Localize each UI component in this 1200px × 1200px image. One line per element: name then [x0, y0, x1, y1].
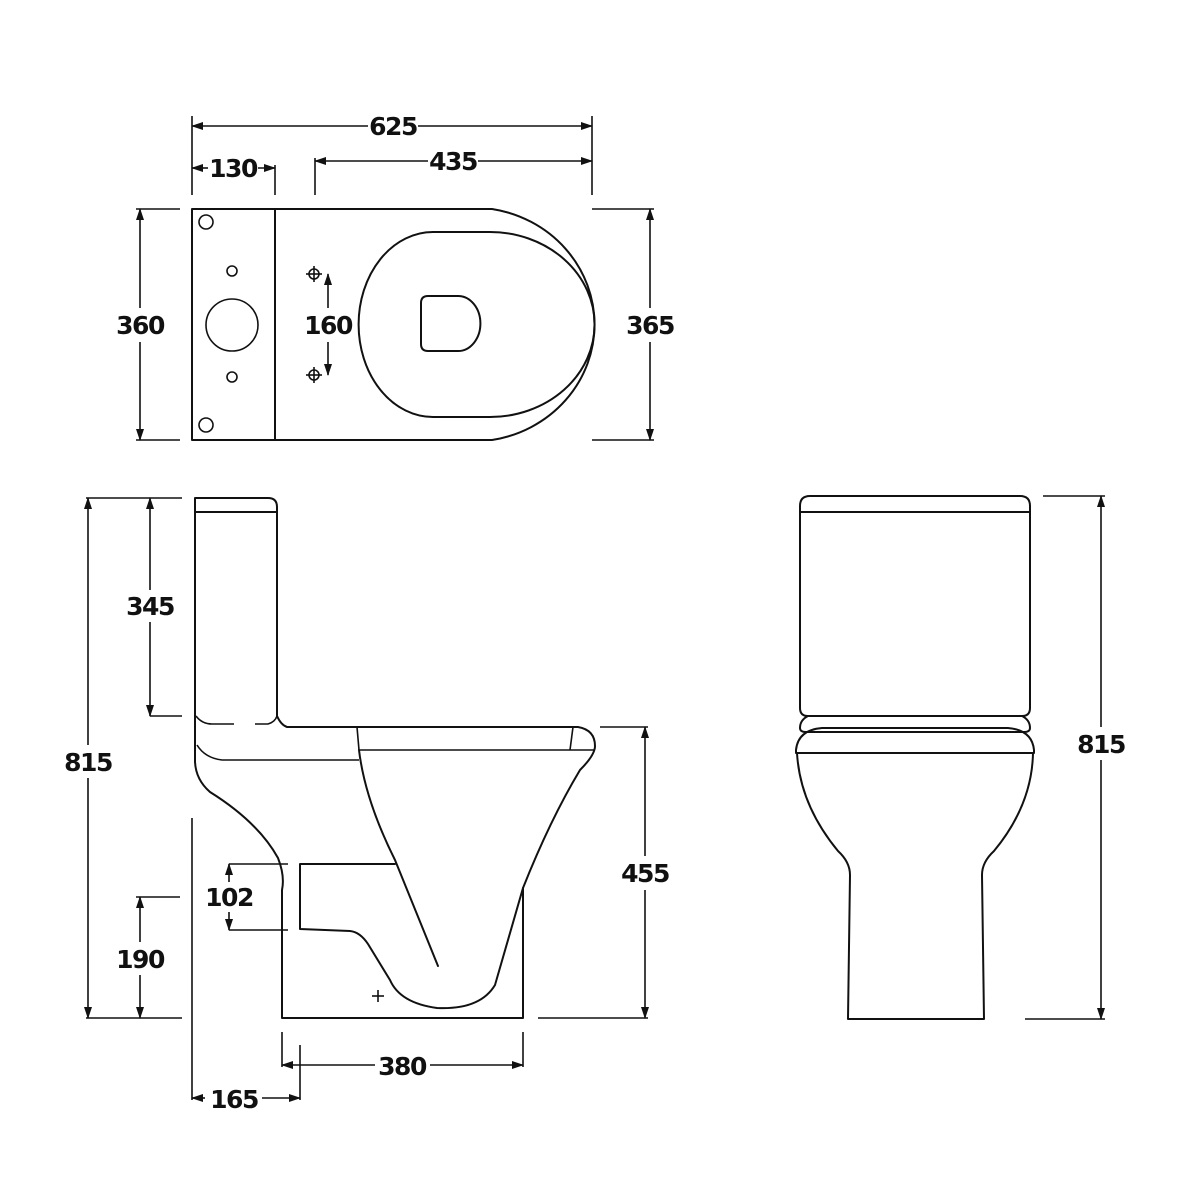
pan-front-outline: [796, 752, 1034, 1020]
dim-footprint-length: 380: [378, 1052, 427, 1081]
crosshair-icon: [306, 367, 322, 383]
dim-outlet-setback: 165: [210, 1085, 258, 1114]
plan-outline: [191, 208, 596, 441]
bowl-trap: [358, 749, 439, 967]
flush-button-hole: [205, 298, 259, 352]
trapway: [299, 863, 524, 1010]
small-hole-bottom: [226, 371, 238, 383]
seat-handle: [420, 295, 482, 352]
dim-pan-width: 365: [626, 311, 674, 340]
side-view: 815 345 102 190 455 380 165: [64, 497, 670, 1114]
dim-outlet-height: 190: [116, 945, 165, 974]
dim-outlet-diameter: 102: [205, 883, 253, 912]
seat-outline: [357, 231, 596, 418]
cistern-front: [799, 495, 1031, 717]
dim-front-overall-height: 815: [1077, 730, 1125, 759]
dim-overall-length: 625: [369, 112, 417, 141]
center-mark-icon: [372, 990, 384, 1002]
dim-side-overall-height: 815: [64, 748, 112, 777]
dim-pan-length: 435: [429, 147, 477, 176]
dim-cistern-height: 345: [126, 592, 174, 621]
cistern-side: [194, 497, 278, 717]
dim-pan-height: 455: [621, 859, 669, 888]
pan-side-outline: [194, 715, 596, 1019]
corner-hole-top: [198, 214, 214, 230]
plan-view: 625 130 435 360 160 365: [116, 112, 675, 441]
front-view: 815: [795, 495, 1126, 1020]
dim-fixing-spacing: 160: [304, 311, 353, 340]
dim-cistern-width: 360: [116, 311, 165, 340]
corner-hole-bottom: [198, 417, 214, 433]
crosshair-icon: [306, 266, 322, 282]
dim-cistern-depth: 130: [209, 154, 258, 183]
small-hole-top: [226, 265, 238, 277]
